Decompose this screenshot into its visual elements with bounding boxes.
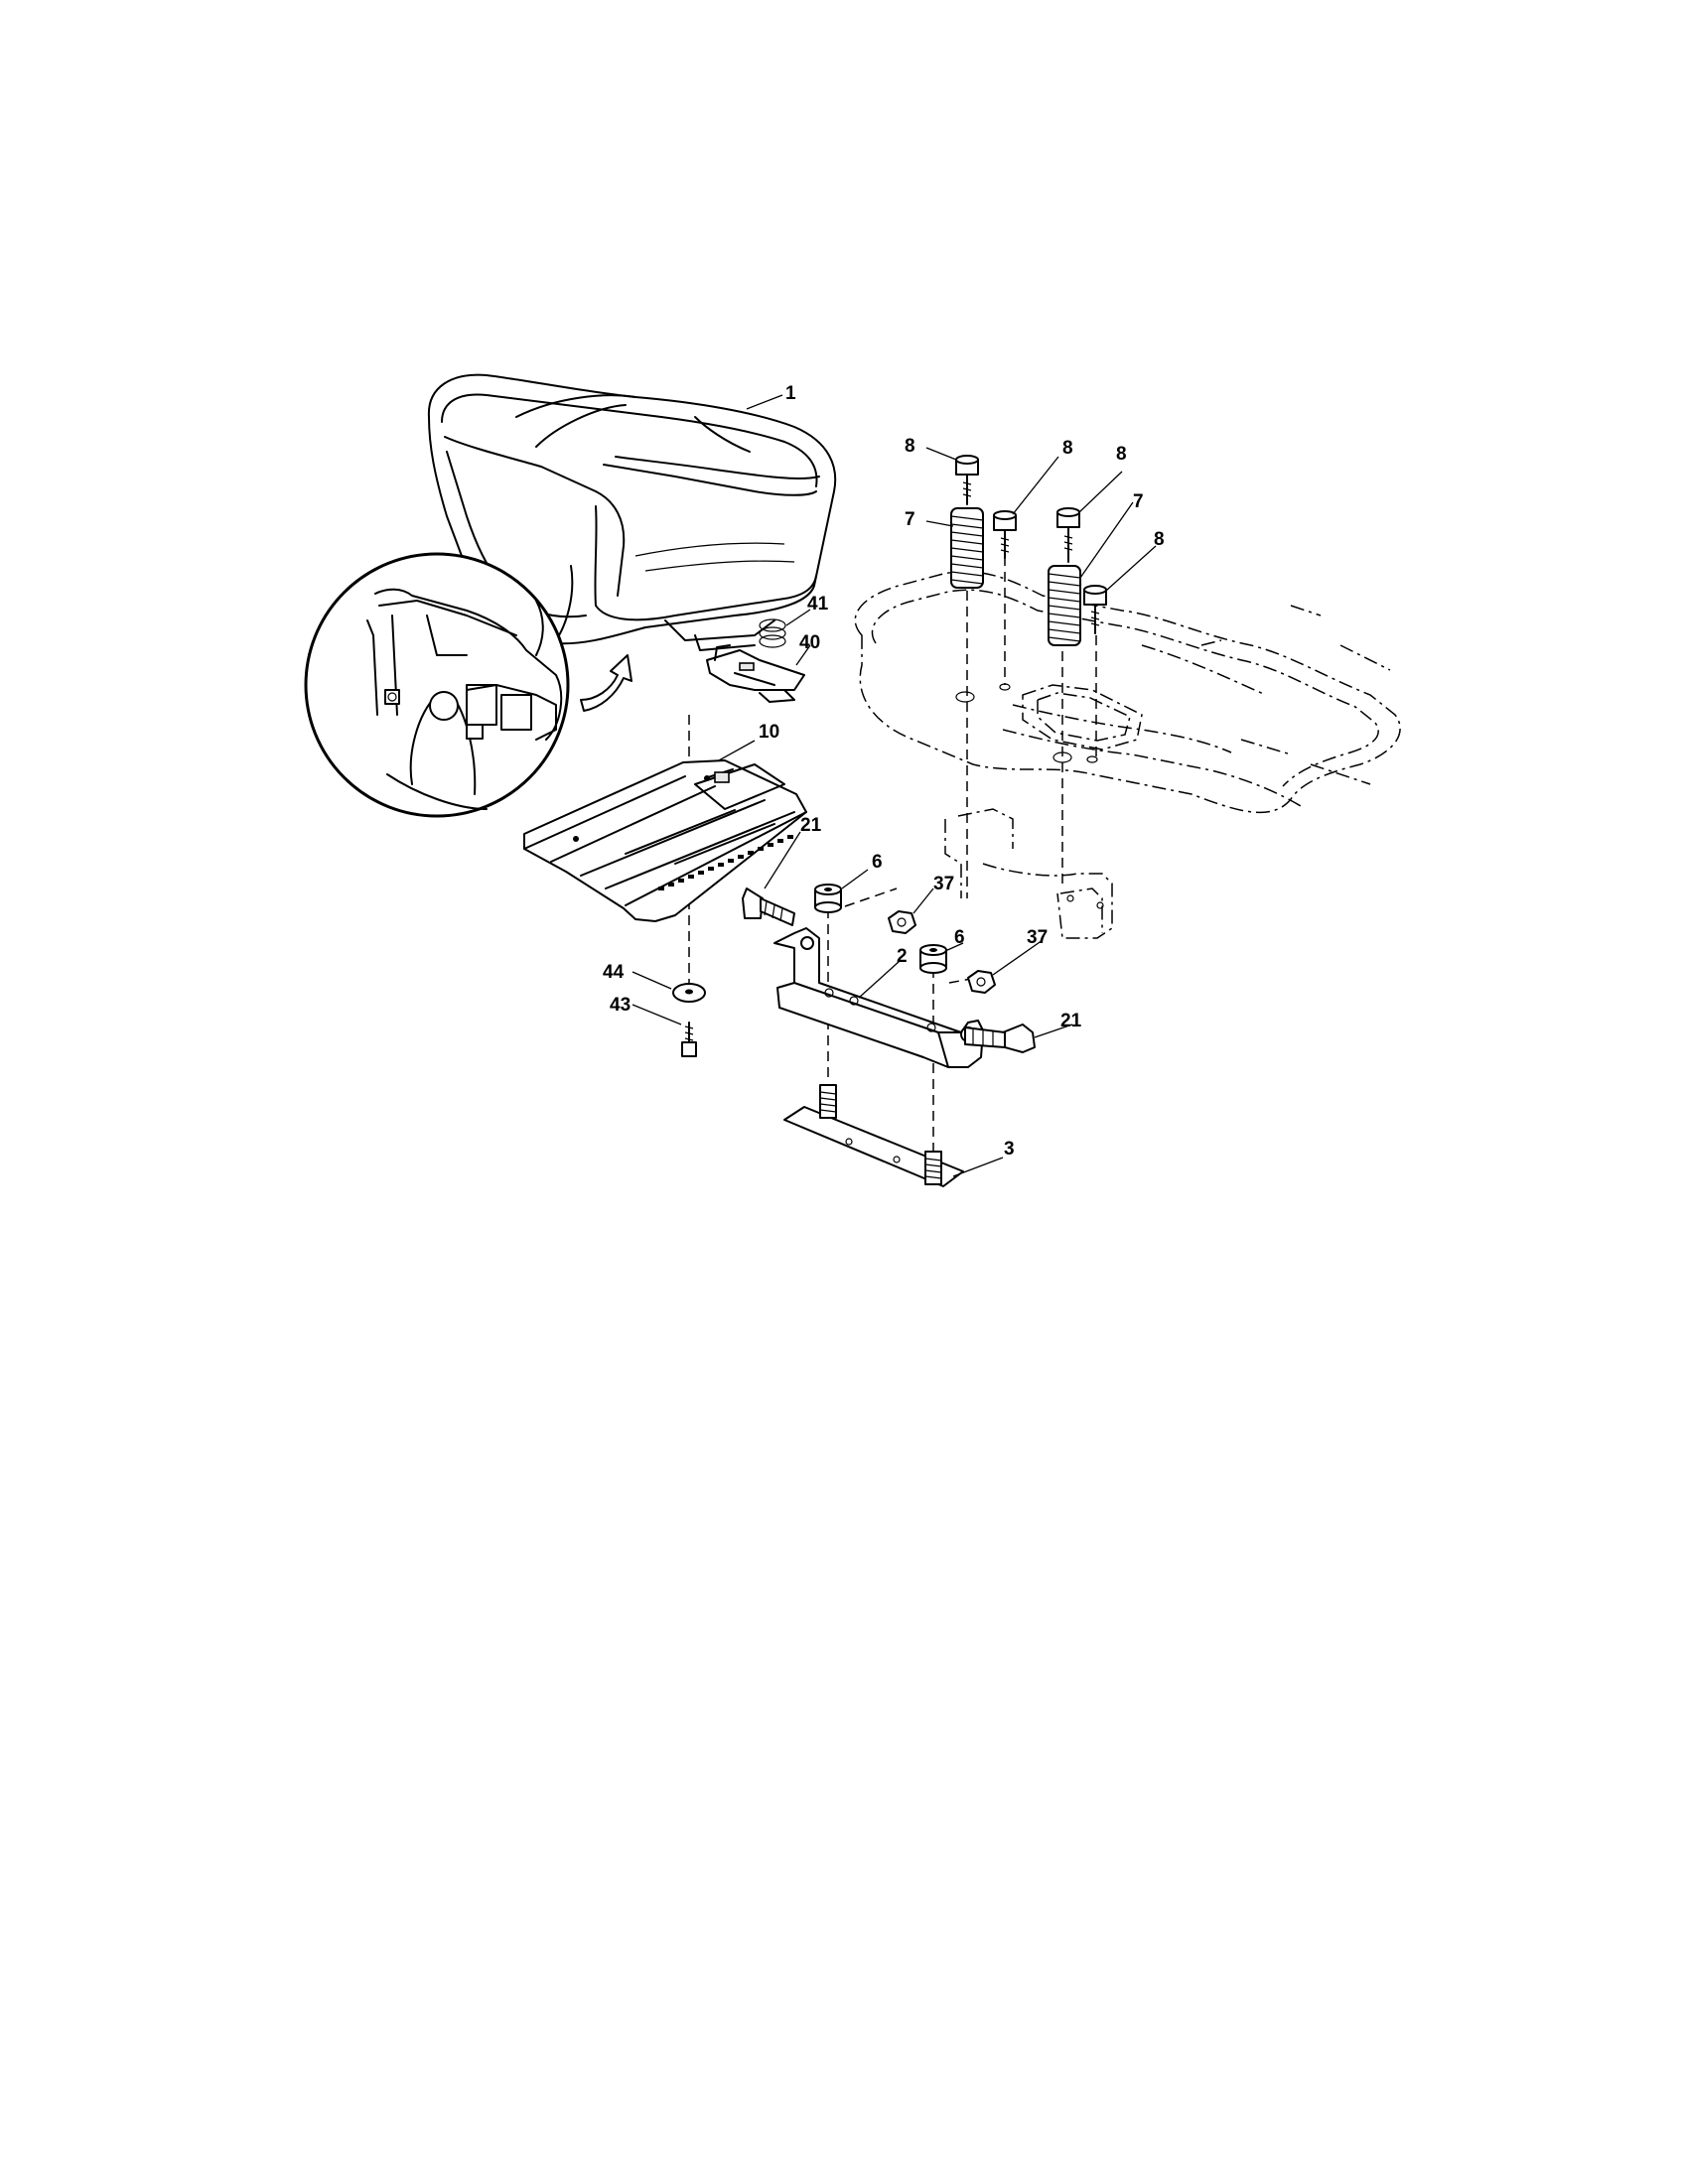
callout-10: 10 <box>759 722 779 743</box>
bracket-2 <box>773 927 984 1068</box>
plate-3 <box>783 1084 964 1187</box>
callout-37-a: 37 <box>933 874 954 894</box>
bolt-21-right <box>964 1024 1036 1053</box>
switch-40 <box>706 644 805 703</box>
seat-pan <box>523 759 807 922</box>
bolt-8-b <box>993 510 1017 559</box>
callout-8-d: 8 <box>1154 529 1165 550</box>
bolt-8-d <box>1083 585 1107 634</box>
callouts: 1 8 8 8 8 7 7 41 40 10 21 6 37 6 37 2 21… <box>603 383 1165 1160</box>
callout-21-b: 21 <box>1060 1011 1082 1031</box>
leader-lines <box>632 394 1157 1177</box>
callout-40: 40 <box>799 632 820 653</box>
frame-outline <box>854 571 1401 939</box>
washer-44 <box>672 983 706 1003</box>
callout-8-a: 8 <box>905 436 915 457</box>
callout-1: 1 <box>785 383 796 404</box>
nut-37-right <box>967 970 996 994</box>
callout-6-a: 6 <box>872 852 883 873</box>
callout-7-a: 7 <box>905 509 915 530</box>
seat <box>427 373 837 651</box>
nut-37-left <box>888 910 916 934</box>
callout-6-b: 6 <box>954 927 965 948</box>
callout-2: 2 <box>897 946 908 967</box>
inset-arrow <box>580 654 632 712</box>
callout-37-b: 37 <box>1027 927 1048 948</box>
bolt-21-left <box>742 887 795 926</box>
callout-8-c: 8 <box>1116 444 1127 465</box>
bolt-8-a <box>955 455 979 505</box>
spring-41 <box>759 618 786 648</box>
callout-7-b: 7 <box>1133 491 1144 512</box>
callout-8-b: 8 <box>1062 438 1073 459</box>
callout-44: 44 <box>603 962 625 983</box>
spacer-6-left <box>814 884 842 913</box>
detail-inset <box>304 552 570 818</box>
spring-7-left <box>950 507 984 589</box>
callout-41: 41 <box>807 594 829 614</box>
callout-43: 43 <box>610 995 631 1016</box>
spacer-6-right <box>919 944 947 974</box>
callout-3: 3 <box>1004 1139 1015 1160</box>
bolt-8-c <box>1056 507 1080 563</box>
alignment-lines <box>688 556 1097 1186</box>
spring-7-right <box>1048 565 1081 646</box>
bolt-43 <box>681 1022 697 1057</box>
callout-21-a: 21 <box>800 815 822 836</box>
